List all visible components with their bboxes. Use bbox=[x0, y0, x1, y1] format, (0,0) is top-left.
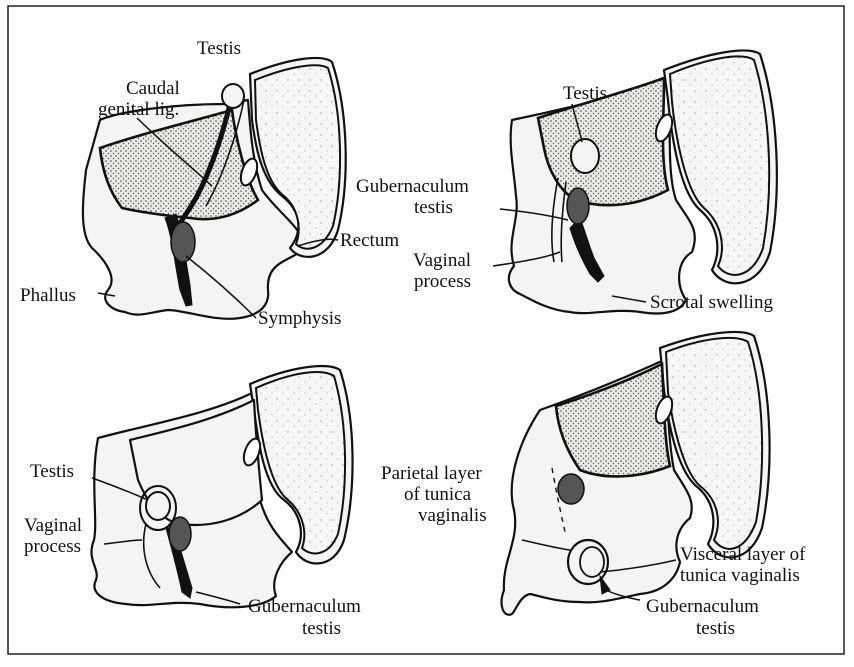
panel-a-phallus-label: Phallus bbox=[20, 285, 76, 306]
panel-c-testis-label: Testis bbox=[30, 461, 74, 482]
panel-b-testis-shape bbox=[571, 139, 599, 173]
panel-c-symphysis-shape bbox=[169, 517, 191, 551]
panel-b-gubernaculum-label-1: Gubernaculum bbox=[356, 176, 469, 197]
panel-b-testis-label: Testis bbox=[563, 83, 607, 104]
panel-b-vaginal-label-2: process bbox=[414, 271, 471, 292]
panel-d-abdominal-region bbox=[556, 364, 670, 476]
panel-a: Testis Caudal genital lig. Rectum Phallu… bbox=[20, 38, 399, 329]
panel-a-caudal-label-2: genital lig. bbox=[98, 99, 179, 120]
panel-d-gubernaculum-label-2: testis bbox=[696, 618, 735, 639]
panel-b-gubernaculum-label-2: testis bbox=[414, 197, 453, 218]
panel-d-visceral-label-2: tunica vaginalis bbox=[680, 565, 800, 586]
panel-a-symphysis-shape bbox=[171, 222, 195, 262]
panel-c: Testis Vaginal process Gubernaculum test… bbox=[24, 366, 361, 639]
panel-b-vaginal-label-1: Vaginal bbox=[413, 250, 471, 271]
panel-d-parietal-label-1: Parietal layer bbox=[381, 463, 482, 484]
panel-c-vaginal-label-2: process bbox=[24, 536, 81, 557]
panel-b-symphysis-shape bbox=[567, 188, 589, 224]
panel-d-visceral-label-1: Visceral layer of bbox=[680, 544, 806, 565]
panel-a-testis-label: Testis bbox=[197, 38, 241, 59]
panel-a-symphysis-label: Symphysis bbox=[258, 308, 341, 329]
panel-d-parietal-label-2: of tunica bbox=[404, 484, 472, 505]
panel-a-caudal-label-1: Caudal bbox=[126, 78, 180, 99]
panel-b: Testis Gubernaculum testis Vaginal proce… bbox=[356, 51, 777, 314]
panel-d-gubernaculum-label-1: Gubernaculum bbox=[646, 596, 759, 617]
panel-a-testis-shape bbox=[222, 84, 244, 108]
panel-d-parietal-label-3: vaginalis bbox=[418, 505, 487, 526]
panel-c-vaginal-label-1: Vaginal bbox=[24, 515, 82, 536]
panel-d: Parietal layer of tunica vaginalis Visce… bbox=[381, 332, 806, 639]
panel-a-rectum-label: Rectum bbox=[340, 230, 399, 251]
panel-c-gubernaculum-label-2: testis bbox=[302, 618, 341, 639]
panel-c-gubernaculum-label-1: Gubernaculum bbox=[248, 596, 361, 617]
panel-c-testis-shape bbox=[146, 492, 170, 520]
panel-b-scrotal-label: Scrotal swelling bbox=[650, 292, 773, 313]
panel-d-symphysis-shape bbox=[558, 474, 584, 504]
